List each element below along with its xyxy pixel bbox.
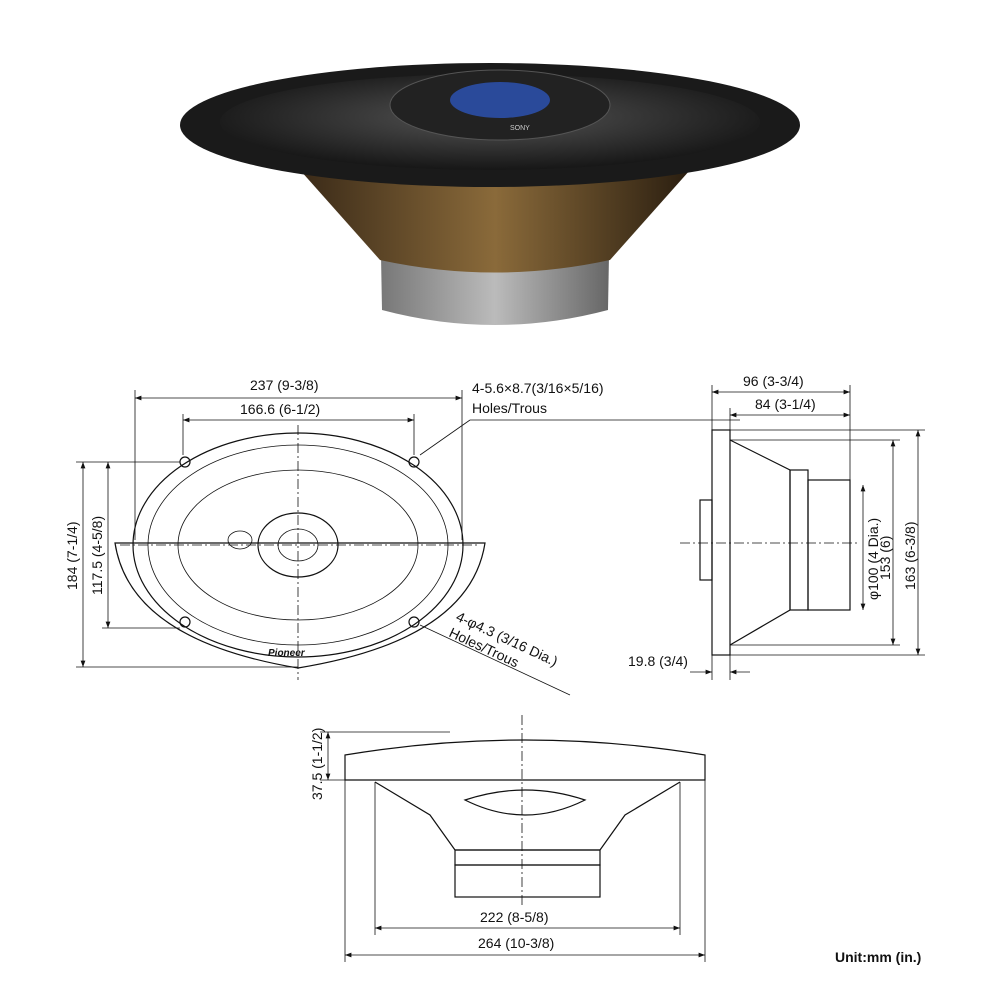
bottom-width-inner-label: 222 (8-5/8) <box>480 909 548 925</box>
sony-logo: SONY <box>510 125 530 132</box>
side-height-outer-label: 163 (6-3/8) <box>902 522 918 590</box>
slot-holes-label: Holes/Trous <box>472 400 547 416</box>
front-height-outer-label: 184 (7-1/4) <box>64 522 80 590</box>
unit-label: Unit:mm (in.) <box>835 949 921 965</box>
tweeter-height-label: 37.5 (1-1/2) <box>309 728 325 800</box>
side-height-inner-label: 153 (6) <box>877 536 893 580</box>
flange-label: 19.8 (3/4) <box>628 653 688 669</box>
bottom-width-outer-label: 264 (10-3/8) <box>478 935 554 951</box>
front-height-inner-label: 117.5 (4-5/8) <box>89 516 105 595</box>
bottom-view <box>320 715 706 962</box>
magnet-dia-label: φ100 (4 Dia.) <box>865 518 881 600</box>
front-view: Pioneer <box>76 390 740 696</box>
side-view <box>680 385 925 680</box>
speaker-photo: SONY <box>180 63 800 325</box>
tweeter <box>450 82 550 118</box>
basket <box>300 170 690 273</box>
pioneer-logo: Pioneer <box>268 648 306 659</box>
side-depth-body-label: 84 (3-1/4) <box>755 396 816 412</box>
slot-holes-spec: 4-5.6×8.7(3/16×5/16) <box>472 380 604 396</box>
side-depth-total-label: 96 (3-3/4) <box>743 373 804 389</box>
front-width-inner-label: 166.6 (6-1/2) <box>240 401 320 417</box>
front-width-outer-label: 237 (9-3/8) <box>250 377 318 393</box>
